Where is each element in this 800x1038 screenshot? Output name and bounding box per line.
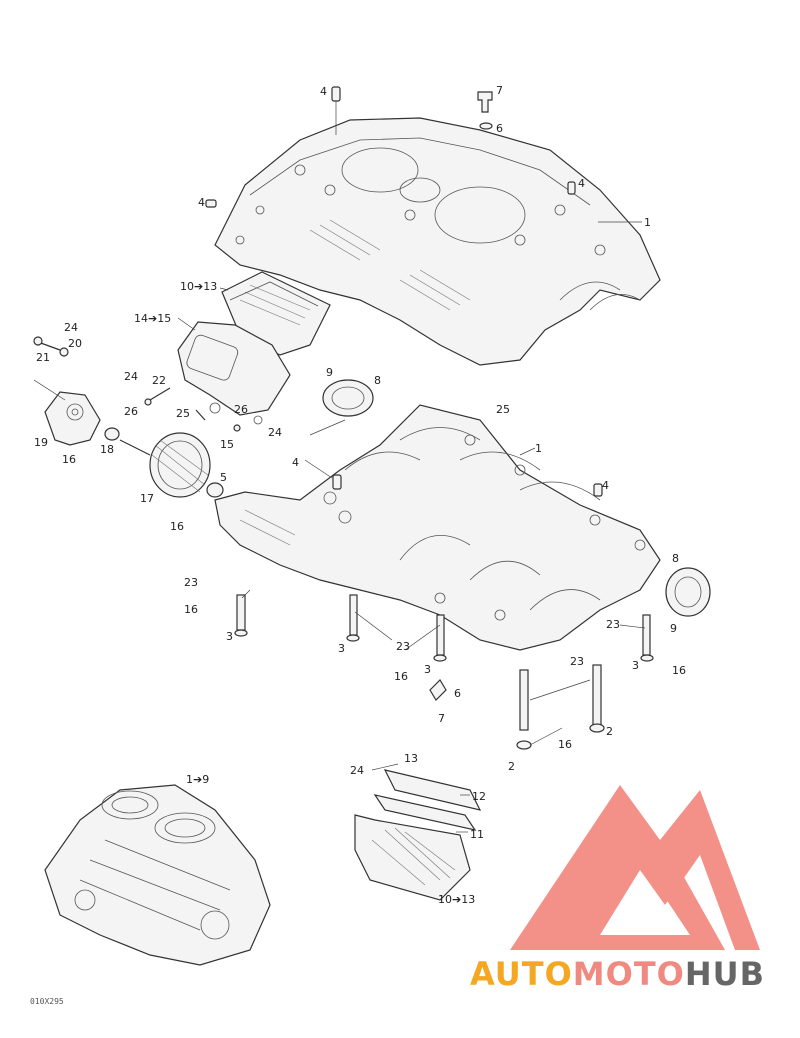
label-8: 8 <box>672 552 679 565</box>
label-11: 11 <box>470 828 484 841</box>
plug-screw-top <box>477 91 493 130</box>
seal-ring-9-upper <box>322 379 374 417</box>
label-4: 4 <box>602 479 609 492</box>
automotohub-logo-mark <box>510 785 760 950</box>
label-24: 24 <box>124 370 138 383</box>
label-1: 1 <box>535 442 542 455</box>
leader-lines <box>33 221 646 833</box>
label-22: 22 <box>152 374 166 387</box>
dowel-pin-lower-right <box>593 483 603 497</box>
label-1-9: 1➔9 <box>186 773 209 786</box>
lower-crankcase <box>214 404 661 651</box>
label-16: 16 <box>558 738 572 751</box>
label-25: 25 <box>176 407 190 420</box>
water-pump-housing-19 <box>44 391 101 446</box>
dowel-pin-right <box>567 181 576 195</box>
label-6: 6 <box>496 122 503 135</box>
label-17: 17 <box>140 492 154 505</box>
automotohub-logo-text: AUTOMOTOHUB <box>470 955 765 993</box>
intake-manifold <box>177 321 291 425</box>
label-12: 12 <box>472 790 486 803</box>
reference-code: 010X295 <box>30 997 64 1006</box>
label-16: 16 <box>170 520 184 533</box>
seal-18 <box>104 427 120 441</box>
assembled-engine-inset <box>44 784 271 966</box>
label-24: 24 <box>268 426 282 439</box>
label-16: 16 <box>62 453 76 466</box>
screw-21 <box>33 336 69 357</box>
dowel-pin-top <box>331 86 341 135</box>
bushing-5 <box>206 482 224 498</box>
reed-valve-lower <box>354 769 482 901</box>
label-23: 23 <box>184 576 198 589</box>
label-9: 9 <box>326 366 333 379</box>
label-20: 20 <box>68 337 82 350</box>
label-2: 2 <box>508 760 515 773</box>
label-6: 6 <box>454 687 461 700</box>
label-24: 24 <box>64 321 78 334</box>
label-2: 2 <box>606 725 613 738</box>
crankcase-bolts <box>234 594 654 750</box>
label-4: 4 <box>198 196 205 209</box>
label-19: 19 <box>34 436 48 449</box>
dowel-pin-left <box>205 199 217 208</box>
label-21: 21 <box>36 351 50 364</box>
logo-moto: MOTO <box>572 955 685 993</box>
label-23: 23 <box>396 640 410 653</box>
label-4: 4 <box>578 177 585 190</box>
label-15: 15 <box>220 438 234 451</box>
label-13: 13 <box>404 752 418 765</box>
label-25: 25 <box>496 403 510 416</box>
label-3: 3 <box>226 630 233 643</box>
label-4: 4 <box>292 456 299 469</box>
logo-hub: HUB <box>684 955 766 993</box>
upper-crankcase <box>214 117 661 366</box>
label-24: 24 <box>350 764 364 777</box>
callout-labels: 4 7 6 4 1 4 10➔13 14➔15 24 20 21 24 22 2… <box>34 84 686 906</box>
label-3: 3 <box>632 659 639 672</box>
label-16: 16 <box>672 664 686 677</box>
label-14-15: 14➔15 <box>134 312 171 325</box>
seal-ring-8-lower <box>665 567 711 617</box>
label-10-13: 10➔13 <box>180 280 217 293</box>
bolts-22-26 <box>144 387 241 432</box>
label-3: 3 <box>424 663 431 676</box>
dowel-pin-lower-left <box>332 474 342 490</box>
label-4: 4 <box>320 85 327 98</box>
label-8: 8 <box>374 374 381 387</box>
label-5: 5 <box>220 471 227 484</box>
gear-17 <box>119 432 211 498</box>
label-26: 26 <box>124 405 138 418</box>
label-23: 23 <box>606 618 620 631</box>
label-16: 16 <box>184 603 198 616</box>
label-7: 7 <box>496 84 503 97</box>
label-3: 3 <box>338 642 345 655</box>
label-23: 23 <box>570 655 584 668</box>
label-16: 16 <box>394 670 408 683</box>
label-18: 18 <box>100 443 114 456</box>
label-7: 7 <box>438 712 445 725</box>
label-10-13: 10➔13 <box>438 893 475 906</box>
label-26: 26 <box>234 403 248 416</box>
label-9: 9 <box>670 622 677 635</box>
label-1: 1 <box>644 216 651 229</box>
logo-auto: AUTO <box>470 955 573 993</box>
